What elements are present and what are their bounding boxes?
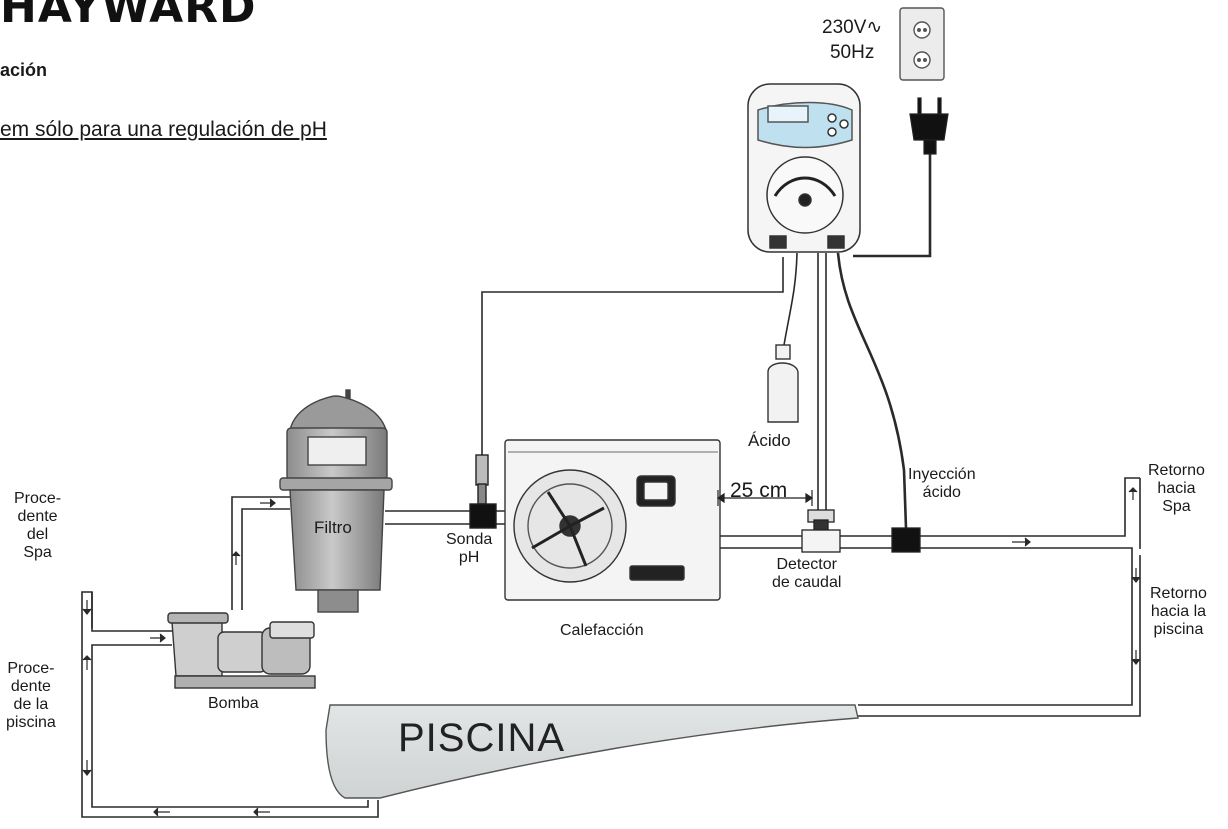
ph-probe <box>469 454 497 529</box>
from-spa-label: Proce- dente del Spa <box>14 490 62 561</box>
heater-label: Calefacción <box>560 622 644 639</box>
pool-label: PISCINA <box>398 716 566 760</box>
dimension-marker <box>716 490 814 506</box>
flow-detector <box>801 509 841 553</box>
pipe-network <box>81 152 1141 818</box>
flow-detector-label: Detector de caudal <box>772 556 842 591</box>
filter-tank <box>279 389 393 613</box>
acid-bottle <box>767 344 799 423</box>
power-rating-label: 230V∿ 50Hz <box>822 17 883 63</box>
from-pool-label: Proce- dente de la piscina <box>6 660 56 731</box>
pool-basin <box>325 704 859 799</box>
probe-label: Sonda pH <box>446 531 493 566</box>
wall-socket <box>899 7 945 81</box>
section-title: ación <box>0 60 48 80</box>
pump <box>167 612 316 689</box>
filter-label: Filtro <box>314 518 352 537</box>
pump-label: Bomba <box>208 695 259 712</box>
return-spa-label: Retorno hacia Spa <box>1148 462 1205 515</box>
brand-logo: HAYWARD <box>0 0 257 33</box>
injection-valve <box>891 527 921 553</box>
injection-label: Inyección ácido <box>908 466 976 501</box>
dimension-label: 25 cm <box>730 479 788 502</box>
heat-pump-unit <box>504 439 721 601</box>
ph-controller <box>747 83 861 253</box>
power-plug <box>909 97 949 155</box>
return-pool-label: Retorno hacia la piscina <box>1150 585 1207 638</box>
diagram-subtitle: em sólo para una regulación de pH <box>0 118 327 141</box>
flow-arrows <box>82 487 1141 817</box>
acid-label: Ácido <box>748 431 791 450</box>
